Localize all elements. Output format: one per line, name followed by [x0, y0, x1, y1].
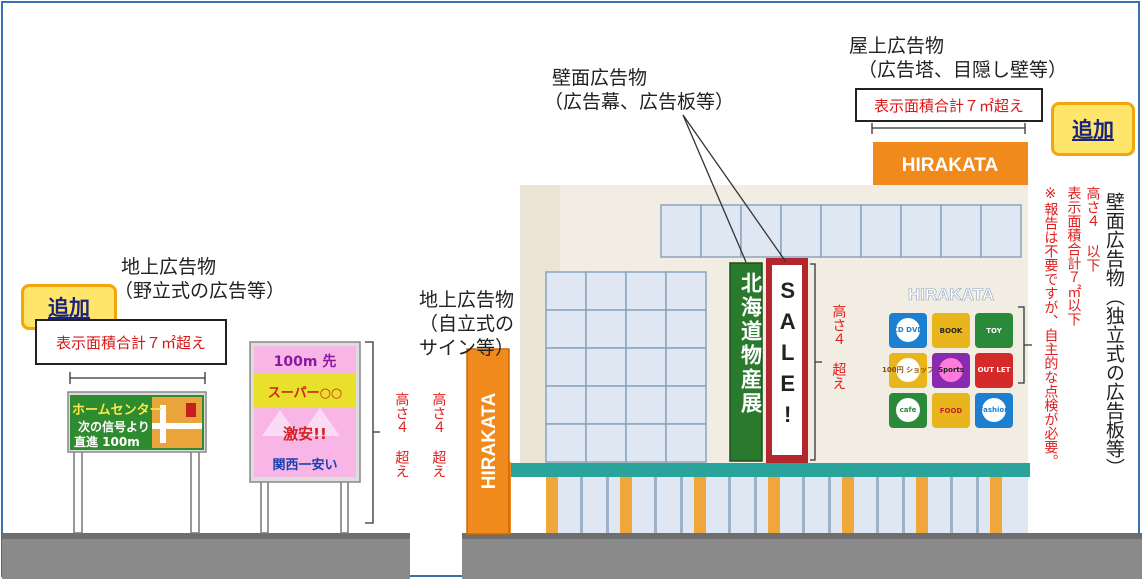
ground-left-subtitle: （野立式の広告等）	[114, 280, 286, 302]
super-sign-line-4: 関西一安い	[272, 458, 338, 473]
super-sign	[254, 346, 356, 477]
rooftop-sign	[873, 142, 1028, 185]
svg-text:cafe: cafe	[900, 406, 917, 414]
ground-right	[462, 533, 1142, 579]
svg-text:OUT LET: OUT LET	[978, 366, 1011, 374]
ground-mid-line-3: サイン等）	[419, 337, 515, 359]
banner-hokkaido	[729, 262, 763, 462]
svg-text:100円 ショップ: 100円 ショップ	[882, 365, 935, 374]
banner-sale	[772, 265, 802, 455]
ground-left-area-box: 表示面積合計７㎡超え	[35, 319, 227, 365]
shop-panel-title: HIRAKATA	[908, 285, 994, 304]
leader-lines	[69, 114, 1032, 524]
note-line-2: 表示面積合計７㎡以下	[1065, 186, 1082, 326]
rooftop-subtitle: （広告塔、目隠し壁等）	[858, 59, 1068, 81]
wall-subtitle: （広告幕、広告板等）	[544, 91, 735, 113]
shop-panel: HIRAKATA	[889, 285, 1013, 428]
shop-panel-tile-labels: CD DVD BOOK TOY 100円 ショップ Sports OUT LET…	[882, 326, 1011, 415]
ground-left-title: 地上広告物	[121, 256, 217, 278]
svg-text:CD DVD: CD DVD	[893, 326, 924, 334]
svg-text:TOY: TOY	[986, 327, 1002, 335]
super-sign-line-2: スーパー○○	[267, 386, 343, 401]
ground-mid-line-1: 地上広告物	[419, 289, 515, 311]
super-sign-pole-2	[340, 477, 349, 534]
home-sign-title: ホームセンター	[72, 403, 163, 418]
banner-sale-text: SALE!	[775, 278, 801, 433]
pole-sign-body	[466, 348, 510, 535]
ground-mid-line-2: （自立式の	[419, 313, 515, 335]
storefront	[546, 477, 1028, 533]
home-sign-pole-2	[190, 449, 200, 534]
height-label-mid-1: 高さ４ 超え	[393, 392, 410, 478]
svg-text:Fashion: Fashion	[979, 406, 1009, 414]
super-sign-line-1: 100m 先	[273, 354, 337, 370]
home-sign-line-2: 次の信号より	[78, 420, 150, 434]
added-badge-rooftop: 追加	[1051, 102, 1135, 156]
note-line-3: ※報告は不要ですが、自主的な点検が必要。	[1042, 186, 1059, 468]
rooftop-title: 屋上広告物	[849, 35, 945, 57]
right-wall-title: 壁面広告物（独立式の広告板等）	[1102, 192, 1125, 477]
ground-right-top	[462, 533, 1142, 539]
super-sign-line-3: 激安!!	[283, 425, 327, 443]
ground-left	[2, 533, 410, 579]
storefront-mullions	[580, 477, 979, 533]
super-sign-pole-1	[260, 477, 269, 534]
pole-sign-text: HIRAKATA	[479, 393, 500, 490]
rooftop-sign-text: HIRAKATA	[902, 155, 999, 176]
svg-text:FOOD: FOOD	[940, 407, 963, 415]
canopy	[510, 463, 1030, 477]
home-sign-line-3: 直進 100m	[74, 435, 140, 449]
banner-hokkaido-text: 北海道物産展	[738, 272, 763, 416]
upper-window-band	[660, 204, 1022, 258]
ground-left-top	[2, 533, 410, 539]
storefront-pillars	[546, 477, 1002, 533]
note-line-1: 高さ４ 以下	[1084, 186, 1101, 272]
home-sign-pole-1	[73, 449, 83, 534]
left-window-grid	[545, 271, 707, 463]
rooftop-area-box: 表示面積合計７㎡超え	[855, 88, 1043, 122]
svg-text:Sports: Sports	[938, 366, 964, 374]
height-label-wall: 高さ４ 超え	[830, 304, 847, 390]
height-label-mid-2: 高さ４ 超え	[430, 392, 447, 478]
super-sign-band	[254, 374, 356, 407]
svg-text:BOOK: BOOK	[940, 327, 963, 335]
wall-title: 壁面広告物	[552, 67, 648, 89]
